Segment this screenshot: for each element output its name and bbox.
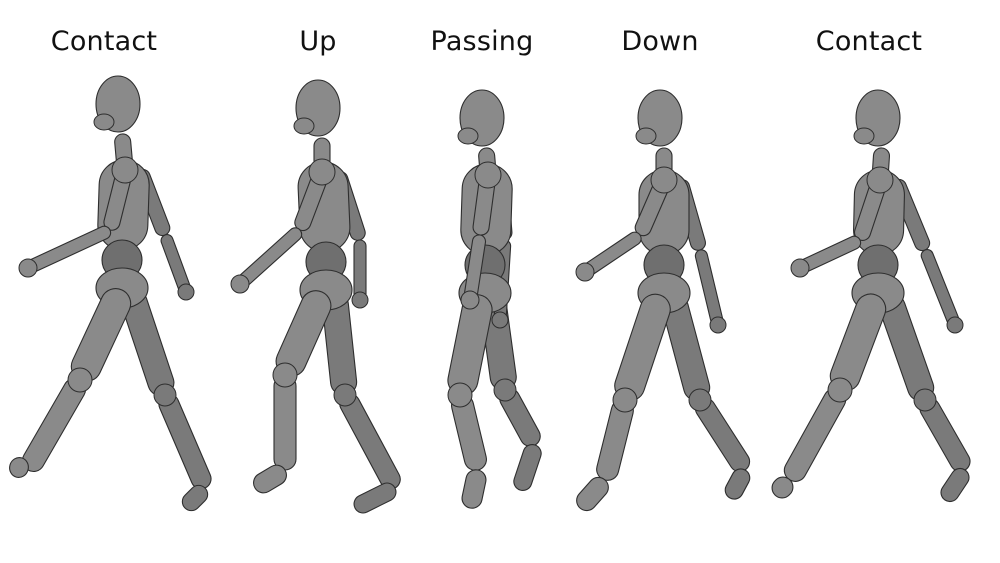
pose-label-contact-2: Contact [815,26,923,57]
near-foot [253,464,287,494]
far-foot [513,443,542,492]
near-knee [272,362,298,388]
far-knee [333,383,357,407]
near-shoulder [474,161,502,189]
jaw [93,113,115,131]
far-knee [493,378,517,402]
far-hand [946,316,964,334]
near-foot [771,476,794,499]
far-foot [353,482,397,514]
near-foot [9,456,29,479]
jaw [457,127,479,145]
near-hand [18,258,38,278]
near-forearm [26,225,112,273]
far-foot [724,468,751,500]
near-hand [790,258,810,278]
near-thigh [614,293,671,402]
far-forearm [920,249,960,326]
far-knee [913,388,937,412]
near-knee [827,377,853,403]
near-knee [67,367,93,393]
near-knee [447,382,473,408]
far-hand [491,311,509,329]
far-foot [940,467,970,503]
near-hand [460,290,480,310]
pose-label-contact-1: Contact [50,26,158,57]
far-foot [181,484,209,512]
near-foot [461,469,487,509]
mannequin-figure-4 [575,89,751,512]
far-hand [709,316,727,334]
far-forearm [694,249,724,326]
mannequin-figure-5 [771,89,971,503]
jaw [635,127,657,145]
far-knee [153,383,177,407]
pose-label-down: Down [621,26,699,57]
jaw [853,127,875,145]
pose-label-passing: Passing [430,26,534,57]
near-shoulder [308,158,336,186]
jaw [293,117,315,135]
pose-label-up: Up [299,26,337,57]
near-hand [230,274,250,294]
mannequin-figure-2 [230,79,401,514]
near-shoulder [650,166,678,194]
mannequin-figure-3 [447,89,542,509]
near-shin [273,374,297,471]
near-shoulder [111,156,139,184]
far-hand [177,283,195,301]
near-hand [575,262,595,282]
mannequin-figure-1 [9,75,212,512]
near-knee [612,387,638,413]
near-foot [576,476,609,512]
far-knee [688,388,712,412]
far-hand [351,291,369,309]
far-forearm [353,239,367,301]
near-shoulder [866,166,894,194]
